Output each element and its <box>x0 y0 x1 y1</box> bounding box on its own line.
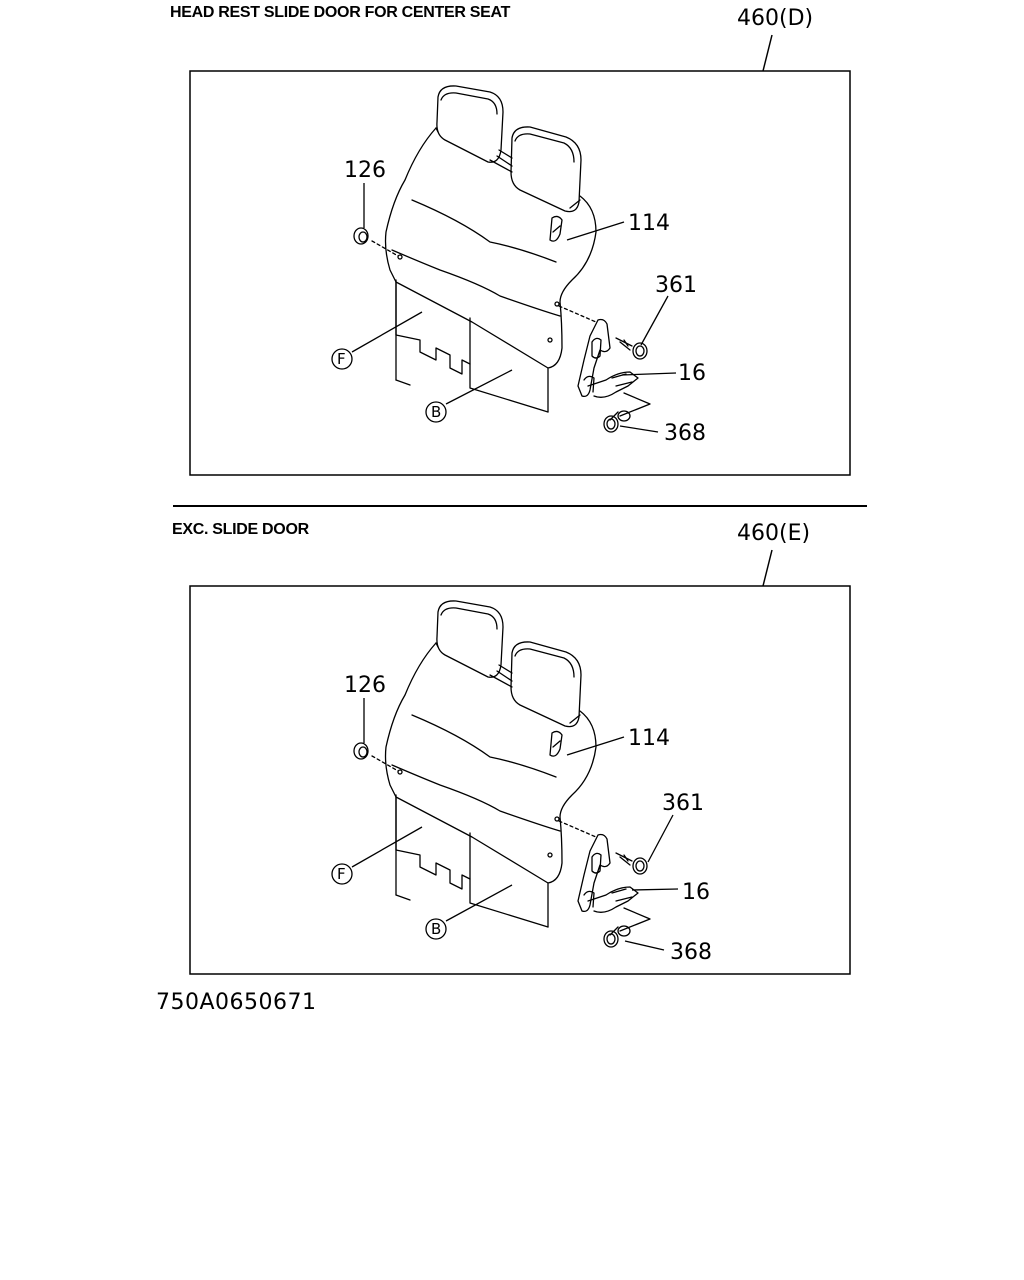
panel-2-part-126: 126 <box>344 673 386 698</box>
panel-2-part-114: 114 <box>628 726 670 751</box>
panel-2-part-368: 368 <box>670 940 712 965</box>
panel-2-callouts <box>331 698 679 951</box>
panel-2-frame <box>189 585 851 975</box>
panel-2-ref-label: 460(E) <box>737 521 811 546</box>
panel-1-part-114: 114 <box>628 211 670 236</box>
panel-2-ref-leader <box>762 549 773 587</box>
panel-1-callout-b: B <box>431 403 441 421</box>
panel-2-callout-f-circle <box>331 863 353 885</box>
panel-2-callout-f: F <box>337 865 346 883</box>
panel-1-title: HEAD REST SLIDE DOOR FOR CENTER SEAT <box>170 4 511 21</box>
panel-1-part-368: 368 <box>664 421 706 446</box>
panel-2-seat-back-drawing <box>353 600 651 948</box>
panel-2-part-16: 16 <box>682 880 710 905</box>
panel-1-seat-back-drawing <box>353 85 651 433</box>
panel-1-part-126: 126 <box>344 158 386 183</box>
panel-1-ref-leader <box>762 34 773 72</box>
panel-2-title: EXC. SLIDE DOOR <box>172 521 309 538</box>
section-divider <box>173 505 867 507</box>
panel-1-part-361: 361 <box>655 273 697 298</box>
panel-2-part-361: 361 <box>662 791 704 816</box>
panel-1-ref-label: 460(D) <box>737 6 814 31</box>
panel-1-part-16: 16 <box>678 361 706 386</box>
panel-1-callout-b-circle <box>425 401 447 423</box>
panel-1-callout-f: F <box>337 350 346 368</box>
panel-2-callout-b: B <box>431 920 441 938</box>
panel-2-callout-b-circle <box>425 918 447 940</box>
drawing-code: 750A0650671 <box>156 990 317 1015</box>
panel-1-callouts <box>331 183 677 433</box>
panel-1-callout-f-circle <box>331 348 353 370</box>
panel-1-frame <box>189 70 851 476</box>
